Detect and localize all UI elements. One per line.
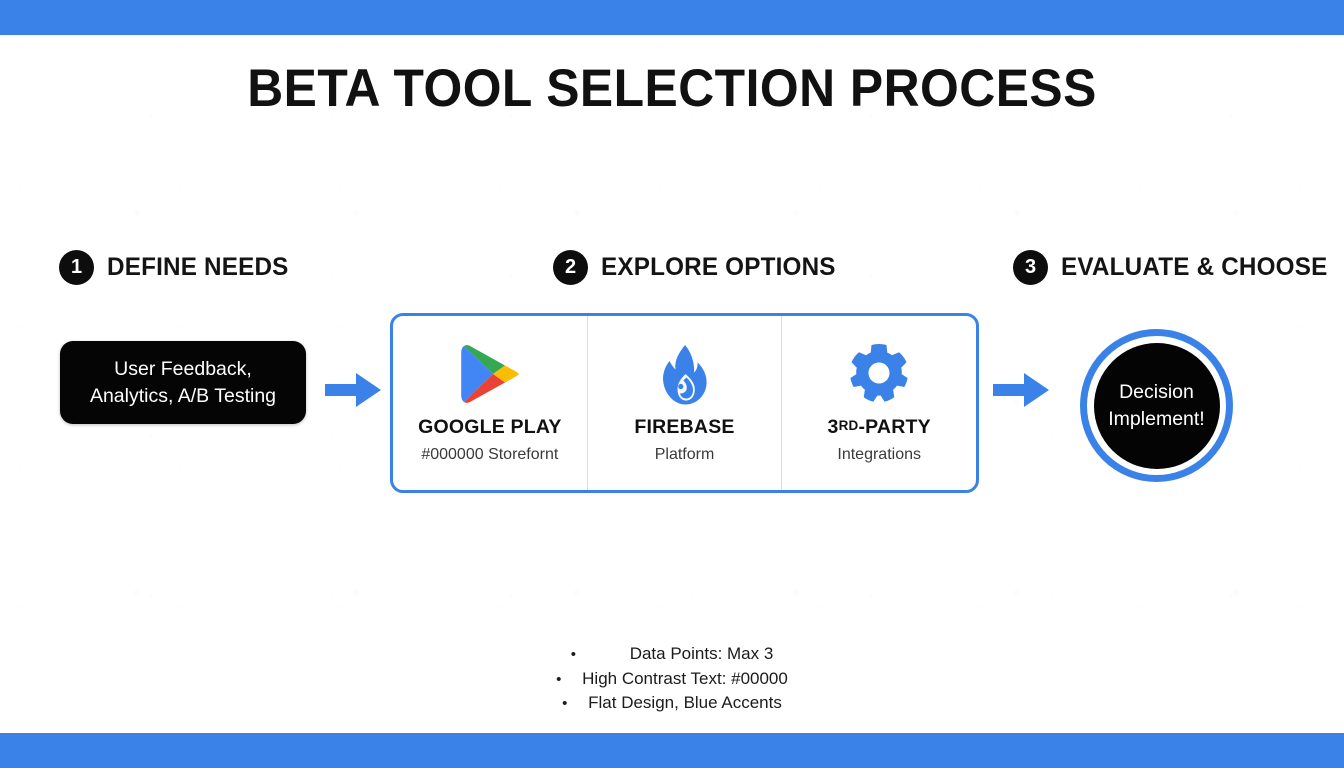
arrow-right-icon-2 [993,373,1049,407]
bottom-accent-bar [0,733,1344,768]
arrow-right-icon-1 [325,373,381,407]
decision-circle-core: Decision Implement! [1093,342,1220,469]
list-item-label: Data Points: Max 3 [629,644,774,663]
option-firebase-name: FIREBASE [634,416,735,438]
option-google-play-name: GOOGLE PLAY [418,416,562,438]
bullet-icon: • [570,646,576,663]
step-header-1: 1 DEFINE NEEDS [59,248,294,286]
explore-options-card: GOOGLE PLAY #000000 Storefornt FIREBASE … [390,313,979,493]
define-needs-line-1: User Feedback, [114,357,252,380]
list-item: • High Contrast Text: #00000 [556,667,788,692]
decision-line-2: Implement! [1108,407,1205,430]
step-header-3: 3 EVALUATE & CHOOSE [1013,248,1336,286]
gear-icon [848,344,910,404]
page-title: BETA TOOL SELECTION PROCESS [247,59,1097,118]
define-needs-box: User Feedback, Analytics, A/B Testing [60,341,306,424]
step-label-3: EVALUATE & CHOOSE [1061,252,1328,281]
top-accent-bar [0,0,1344,35]
list-item-label: High Contrast Text: #00000 [582,668,788,688]
step-label-1: DEFINE NEEDS [107,252,289,281]
option-third-party-name-prefix: 3 [827,416,839,438]
decision-circle: Decision Implement! [1080,329,1233,482]
step-label-2: EXPLORE OPTIONS [601,252,836,281]
option-third-party[interactable]: 3RD-PARTY Integrations [781,316,976,490]
option-firebase[interactable]: FIREBASE Platform [586,316,782,490]
define-needs-line-2: Analytics, A/B Testing [89,384,277,407]
step-badge-3: 3 [1013,249,1048,285]
step-badge-1: 1 [59,249,94,285]
design-notes-list: • Data Points: Max 3 • High Contrast Tex… [0,642,1344,716]
firebase-flame-icon [656,345,714,405]
google-play-icon [460,345,520,404]
list-item: • Data Points: Max 3 [571,642,774,667]
option-google-play[interactable]: GOOGLE PLAY #000000 Storefornt [393,316,587,490]
bullet-icon: • [562,695,568,712]
list-item-label: Flat Design, Blue Accents [588,693,782,712]
option-google-play-subtitle: #000000 Storefornt [421,446,559,463]
option-third-party-name: 3RD-PARTY [828,416,931,439]
step-header-2: 2 EXPLORE OPTIONS [553,248,843,286]
step-badge-2: 2 [553,249,588,285]
decision-line-1: Decision [1119,380,1194,403]
option-third-party-name-superscript: RD [838,418,859,433]
list-item: • Flat Design, Blue Accents [562,691,782,716]
option-third-party-subtitle: Integrations [837,446,921,463]
option-firebase-subtitle: Platform [654,446,715,463]
option-third-party-name-suffix: -PARTY [858,416,931,438]
bullet-icon: • [556,670,562,688]
